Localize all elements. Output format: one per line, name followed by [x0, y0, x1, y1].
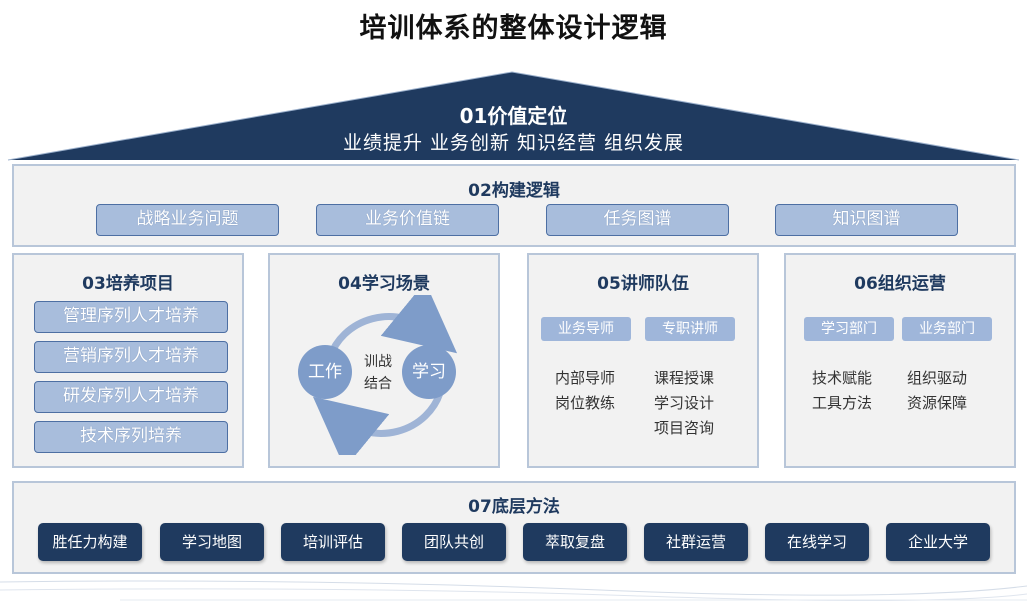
teacher-left-item: 内部导师 [555, 369, 616, 387]
project-item: 研发序列人才培养 [34, 381, 228, 413]
base-method-item: 在线学习 [765, 523, 869, 561]
projects-title: 03培养项目 [82, 274, 174, 294]
cycle-arrows-icon [312, 295, 458, 455]
scene-center-line1: 训战 [364, 354, 392, 370]
operation-left-item: 工具方法 [812, 394, 873, 412]
page-title: 培训体系的整体设计逻辑 [359, 13, 668, 44]
base-title: 07底层方法 [468, 497, 560, 517]
teachers-title: 05讲师队伍 [597, 274, 689, 294]
logic-item: 任务图谱 [546, 204, 729, 236]
teacher-right-item: 课程授课 [654, 369, 715, 387]
base-method-item: 团队共创 [402, 523, 506, 561]
teachers-panel: 05讲师队伍 业务导师 专职讲师 内部导师 岗位教练 课程授课 学习设计 项目咨… [527, 253, 759, 468]
operation-panel: 06组织运营 学习部门 业务部门 技术赋能 工具方法 组织驱动 资源保障 [784, 253, 1016, 468]
logic-item: 业务价值链 [316, 204, 499, 236]
teacher-right-item: 学习设计 [654, 394, 715, 412]
base-method-item: 萃取复盘 [523, 523, 627, 561]
operation-left-item: 技术赋能 [812, 369, 873, 387]
scene-panel: 04学习场景 工作 学习 训战 结合 [268, 253, 500, 468]
learn-circle: 学习 [402, 345, 456, 399]
logic-panel: 02构建逻辑 战略业务问题 业务价值链 任务图谱 知识图谱 [12, 164, 1016, 247]
teacher-tag: 专职讲师 [645, 317, 735, 341]
project-item: 技术序列培养 [34, 421, 228, 453]
logic-item: 战略业务问题 [96, 204, 279, 236]
operation-tag: 业务部门 [902, 317, 992, 341]
operation-right-item: 资源保障 [907, 394, 968, 412]
teacher-right-item: 项目咨询 [654, 419, 715, 437]
value-subtitle: 业绩提升 业务创新 知识经营 组织发展 [342, 132, 685, 154]
projects-panel: 03培养项目 管理序列人才培养 营销序列人才培养 研发序列人才培养 技术序列培养 [12, 253, 244, 468]
teacher-left-item: 岗位教练 [555, 394, 616, 412]
scene-center-line2: 结合 [364, 376, 392, 392]
base-method-item: 学习地图 [160, 523, 264, 561]
base-method-item: 培训评估 [281, 523, 385, 561]
project-item: 营销序列人才培养 [34, 341, 228, 373]
teacher-tag: 业务导师 [541, 317, 631, 341]
operation-right-item: 组织驱动 [907, 369, 968, 387]
logic-title: 02构建逻辑 [468, 181, 560, 201]
floor-decoration [0, 580, 1027, 602]
scene-title: 04学习场景 [338, 274, 430, 294]
work-circle: 工作 [298, 345, 352, 399]
base-method-item: 胜任力构建 [38, 523, 142, 561]
operation-tag: 学习部门 [804, 317, 894, 341]
logic-item: 知识图谱 [775, 204, 958, 236]
operation-title: 06组织运营 [854, 274, 946, 294]
value-title: 01价值定位 [459, 104, 568, 128]
roof-shape [7, 71, 1020, 161]
base-method-item: 企业大学 [886, 523, 990, 561]
project-item: 管理序列人才培养 [34, 301, 228, 333]
base-method-item: 社群运营 [644, 523, 748, 561]
